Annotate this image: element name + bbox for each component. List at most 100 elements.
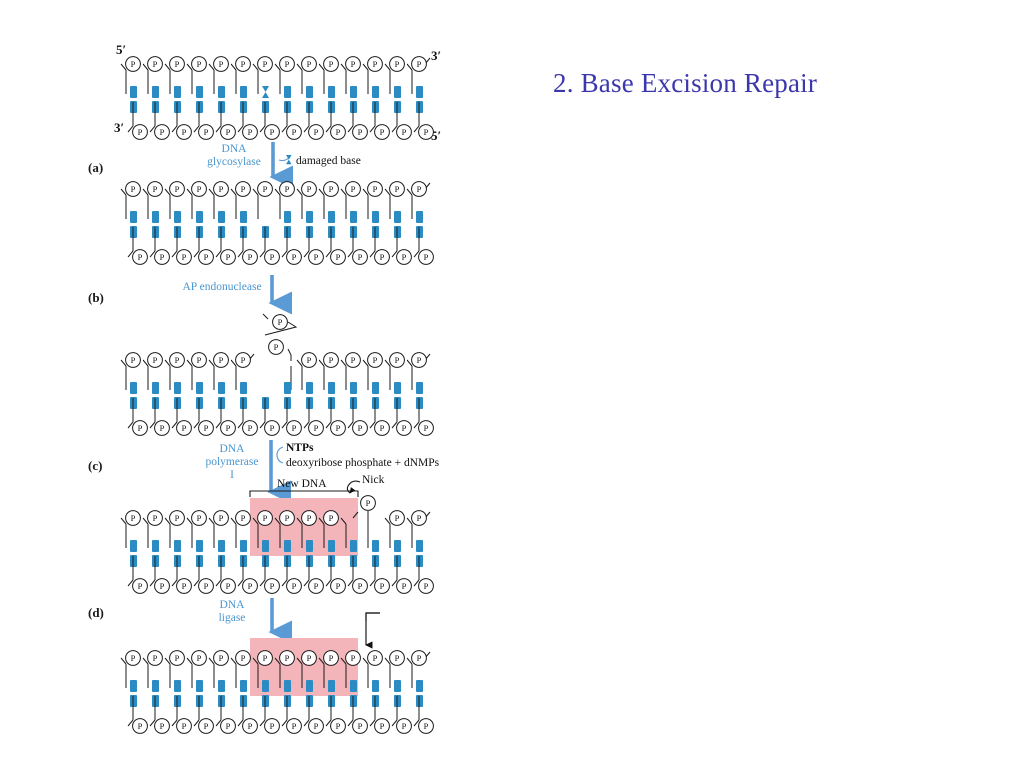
- svg-text:P: P: [380, 127, 385, 137]
- svg-text:P: P: [153, 355, 158, 365]
- panel-letter-b: (b): [88, 290, 104, 305]
- nick-pointer-arrow: [346, 480, 361, 494]
- svg-text:P: P: [182, 252, 187, 262]
- enzyme-label-glycosylase-line1: DNA: [222, 143, 248, 155]
- svg-text:P: P: [226, 721, 231, 731]
- svg-text:P: P: [241, 184, 246, 194]
- svg-text:P: P: [292, 581, 297, 591]
- new-dna-bracket: [249, 490, 359, 497]
- svg-text:P: P: [395, 184, 400, 194]
- svg-text:P: P: [395, 513, 400, 523]
- svg-text:P: P: [424, 252, 429, 262]
- svg-text:P: P: [373, 355, 378, 365]
- svg-text:P: P: [285, 653, 290, 663]
- svg-text:P: P: [204, 721, 209, 731]
- enzyme-label-polymerase-line1: DNA: [220, 443, 246, 455]
- svg-text:P: P: [380, 252, 385, 262]
- svg-text:P: P: [175, 513, 180, 523]
- svg-text:P: P: [219, 513, 224, 523]
- enzyme-label-ligase-line1: DNA: [220, 599, 246, 611]
- svg-text:P: P: [138, 252, 143, 262]
- svg-text:P: P: [358, 252, 363, 262]
- svg-text:P: P: [263, 184, 268, 194]
- svg-text:P: P: [336, 721, 341, 731]
- svg-text:P: P: [241, 59, 246, 69]
- svg-text:P: P: [160, 252, 165, 262]
- svg-text:P: P: [131, 355, 136, 365]
- svg-text:P: P: [138, 423, 143, 433]
- svg-text:P: P: [417, 355, 422, 365]
- svg-text:P: P: [285, 59, 290, 69]
- svg-text:P: P: [373, 184, 378, 194]
- dna-top-strand-e: [120, 651, 431, 688]
- svg-text:P: P: [248, 721, 253, 731]
- svg-text:P: P: [160, 127, 165, 137]
- svg-text:P: P: [314, 252, 319, 262]
- sealed-nick-pointer: [365, 612, 380, 621]
- panel-b-group: P P P P P P P P P P P P P P: [88, 181, 434, 305]
- svg-text:P: P: [175, 355, 180, 365]
- step-ligase: DNA ligase: [219, 598, 293, 644]
- svg-text:P: P: [402, 127, 407, 137]
- annotation-nick: Nick: [362, 474, 385, 486]
- svg-text:P: P: [351, 59, 356, 69]
- label-5prime-top-a: 5′: [116, 42, 126, 57]
- svg-text:P: P: [314, 581, 319, 591]
- svg-text:P: P: [160, 721, 165, 731]
- svg-text:P: P: [197, 59, 202, 69]
- svg-text:P: P: [380, 423, 385, 433]
- svg-text:P: P: [314, 423, 319, 433]
- svg-text:P: P: [417, 59, 422, 69]
- svg-text:P: P: [314, 127, 319, 137]
- svg-text:P: P: [292, 252, 297, 262]
- svg-text:P: P: [307, 513, 312, 523]
- svg-text:P: P: [395, 59, 400, 69]
- svg-text:P: P: [380, 581, 385, 591]
- svg-text:P: P: [138, 721, 143, 731]
- svg-text:P: P: [380, 721, 385, 731]
- dna-bottom-strand-a: [127, 102, 432, 139]
- svg-text:P: P: [307, 59, 312, 69]
- svg-text:P: P: [131, 513, 136, 523]
- svg-text:P: P: [226, 252, 231, 262]
- damaged-base-legend-marker: [286, 155, 292, 165]
- dna-top-strand-a: [120, 57, 431, 94]
- svg-text:P: P: [424, 721, 429, 731]
- svg-text:P: P: [329, 355, 334, 365]
- svg-text:P: P: [270, 423, 275, 433]
- panel-c-group: P P: [88, 313, 434, 473]
- svg-text:P: P: [358, 423, 363, 433]
- panel-letter-c: (c): [88, 458, 102, 473]
- svg-text:P: P: [263, 513, 268, 523]
- svg-text:P: P: [285, 184, 290, 194]
- label-5prime-bottom-a: 5′: [431, 128, 441, 143]
- svg-text:P: P: [424, 423, 429, 433]
- base-pairs-c: [130, 382, 423, 409]
- svg-text:P: P: [204, 252, 209, 262]
- svg-text:P: P: [182, 127, 187, 137]
- svg-text:P: P: [402, 581, 407, 591]
- svg-text:P: P: [270, 581, 275, 591]
- dna-top-strand-b: [120, 182, 431, 219]
- svg-text:P: P: [417, 513, 422, 523]
- svg-text:P: P: [182, 581, 187, 591]
- svg-text:P: P: [292, 721, 297, 731]
- svg-text:P: P: [197, 513, 202, 523]
- svg-text:P: P: [424, 127, 429, 137]
- panel-letter-a: (a): [88, 160, 103, 175]
- svg-text:P: P: [248, 252, 253, 262]
- dna-top-strand-d: [120, 511, 431, 548]
- svg-text:P: P: [248, 127, 253, 137]
- base-pairs-a: [130, 86, 423, 113]
- svg-text:P: P: [219, 59, 224, 69]
- svg-text:P: P: [241, 355, 246, 365]
- svg-text:P: P: [175, 184, 180, 194]
- step-ap-endonuclease: AP endonuclease: [182, 275, 293, 315]
- svg-text:P: P: [153, 59, 158, 69]
- reactant-ntps: NTPs: [286, 442, 314, 454]
